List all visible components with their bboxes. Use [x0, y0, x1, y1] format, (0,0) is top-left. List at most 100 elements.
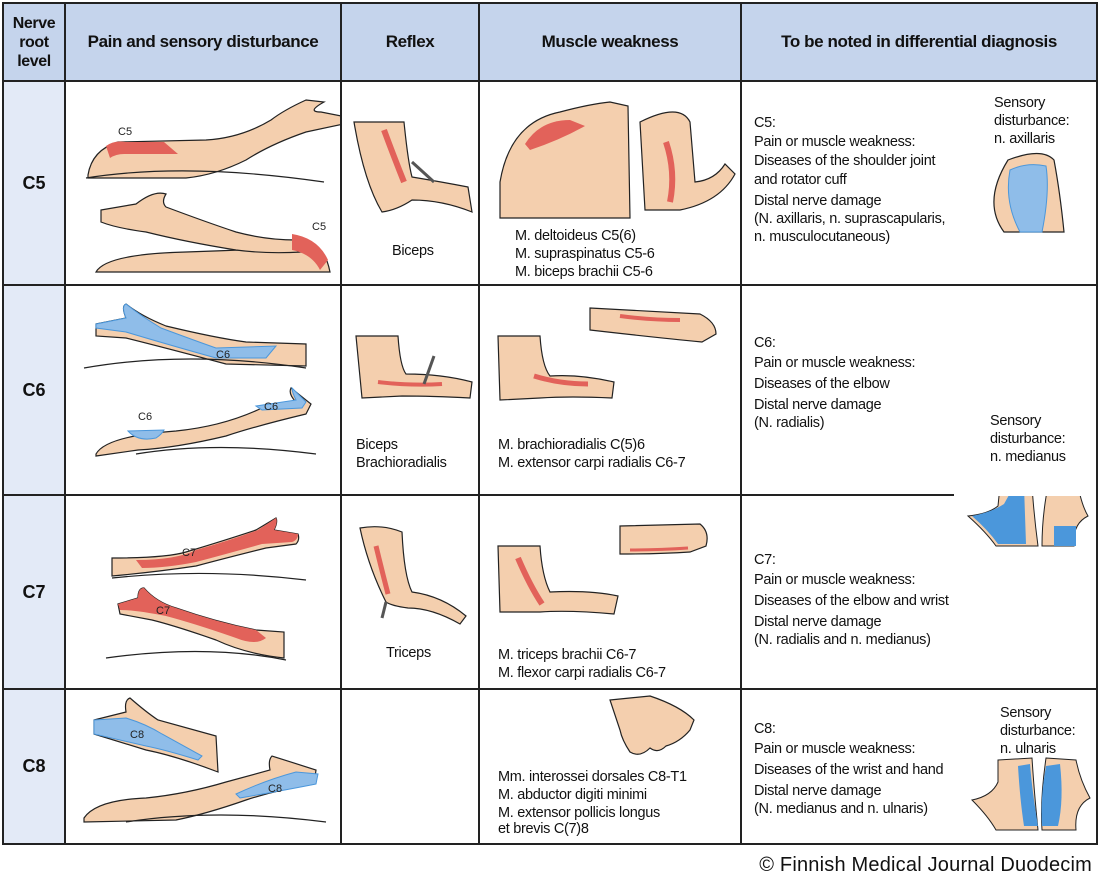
reflex-cell-c5: Biceps: [342, 82, 480, 286]
muscle-line: M. flexor carpi radialis C6-7: [498, 665, 666, 681]
level-c5: C5: [4, 82, 66, 286]
sensory-label: n. medianus: [990, 449, 1066, 465]
differential-line: (N. radialis): [754, 415, 825, 431]
differential-line: Diseases of the elbow and wrist: [754, 593, 949, 609]
muscle-cell-c6: M. brachioradialis C(5)6 M. extensor car…: [480, 286, 742, 496]
dermatome-label: C6: [216, 349, 230, 361]
brachioradialis-reflex-icon: [355, 335, 473, 399]
reflex-label: Biceps: [392, 243, 434, 259]
differential-line: Pain or muscle weakness:: [754, 572, 916, 588]
sensory-label: disturbance:: [990, 431, 1066, 447]
pain-cell-c5: C5 C5: [66, 82, 342, 286]
differential-line: C7:: [754, 552, 776, 568]
nerve-root-table: Nerve root level Pain and sensory distur…: [2, 2, 1098, 845]
muscle-line: Mm. interossei dorsales C8-T1: [498, 769, 687, 785]
muscle-line: M. extensor pollicis longus: [498, 805, 660, 821]
muscle-line: M. abductor digiti minimi: [498, 787, 647, 803]
muscle-line: M. brachioradialis C(5)6: [498, 437, 645, 453]
pain-cell-c6: C6 C6 C6: [66, 286, 342, 496]
level-c6: C6: [4, 286, 66, 496]
dermatome-label: C6: [138, 411, 152, 423]
level-c7: C7: [4, 496, 66, 690]
differential-line: and rotator cuff: [754, 172, 847, 188]
reflex-cell-c6: Biceps Brachioradialis: [342, 286, 480, 496]
differential-line: n. musculocutaneous): [754, 229, 890, 245]
header-level-line: level: [17, 52, 51, 70]
copyright-notice: © Finnish Medical Journal Duodecim: [759, 854, 1092, 876]
deltoid-muscle: [525, 120, 585, 150]
hands-ulnaris-icon: [970, 757, 1091, 831]
level-c8: C8: [4, 690, 66, 843]
dermatome-label: C6: [264, 401, 278, 413]
arm-illustration-c7: C7 C7: [105, 517, 307, 661]
dermatome-label: C5: [312, 221, 326, 233]
arm-illustration-c6: C6 C6 C6: [83, 303, 317, 457]
sensory-label: Sensory: [994, 95, 1046, 111]
pain-area: [106, 141, 178, 158]
arm-illustration-c5: C5 C5: [85, 99, 340, 273]
reflex-cell-c8: [342, 690, 480, 843]
header-pain: Pain and sensory disturbance: [66, 4, 342, 82]
dermatome-label: C8: [268, 783, 282, 795]
pain-area: [292, 234, 328, 270]
differential-cell-c7: C7: Pain or muscle weakness: Diseases of…: [742, 496, 1096, 690]
differential-line: Pain or muscle weakness:: [754, 355, 916, 371]
differential-line: Diseases of the shoulder joint: [754, 153, 936, 169]
differential-line: Diseases of the wrist and hand: [754, 762, 944, 778]
header-reflex: Reflex: [342, 4, 480, 82]
differential-line: C5:: [754, 115, 776, 131]
pain-cell-c8: C8 C8: [66, 690, 342, 843]
header-differential: To be noted in differential diagnosis: [742, 4, 1096, 82]
differential-line: Distal nerve damage: [754, 614, 882, 630]
differential-cell-c6: C6: Pain or muscle weakness: Diseases of…: [742, 286, 1096, 496]
muscle-cell-c7: M. triceps brachii C6-7 M. flexor carpi …: [480, 496, 742, 690]
header-level-line: Nerve: [12, 14, 56, 32]
differential-line: Distal nerve damage: [754, 783, 882, 799]
differential-line: C8:: [754, 721, 776, 737]
differential-line: (N. axillaris, n. suprascapularis,: [754, 211, 946, 227]
dermatome-label: C5: [118, 126, 132, 138]
differential-line: Diseases of the elbow: [754, 376, 890, 392]
differential-line: Distal nerve damage: [754, 397, 882, 413]
differential-line: (N. radialis and n. medianus): [754, 632, 931, 648]
reflex-label: Brachioradialis: [356, 455, 447, 471]
reflex-label: Triceps: [386, 645, 431, 661]
muscle-line: M. triceps brachii C6-7: [498, 647, 637, 663]
hand-abduction-icon: [609, 695, 695, 755]
dermatome-label: C8: [130, 729, 144, 741]
dermatome-label: C7: [182, 547, 196, 559]
muscle-line: M. supraspinatus C5-6: [515, 246, 655, 262]
sensory-label: Sensory: [1000, 705, 1052, 721]
sensory-label: n. axillaris: [994, 131, 1055, 147]
muscle-illustration-c5: [499, 101, 736, 219]
arm-illustration-c8: C8 C8: [83, 697, 327, 823]
muscle-line: M. extensor carpi radialis C6-7: [498, 455, 686, 471]
muscle-cell-c5: M. deltoideus C5(6) M. supraspinatus C5-…: [480, 82, 742, 286]
header-nerve-root-level: Nerve root level: [4, 4, 66, 82]
muscle-line: et brevis C(7)8: [498, 821, 589, 837]
sensory-label: disturbance:: [994, 113, 1070, 129]
muscle-line: M. deltoideus C5(6): [515, 228, 636, 244]
dermatome-label: C7: [156, 605, 170, 617]
reflex-cell-c7: Triceps: [342, 496, 480, 690]
biceps-reflex-icon: [353, 121, 473, 213]
reflex-label: Biceps: [356, 437, 398, 453]
triceps-reflex-icon: [359, 526, 467, 625]
muscle-illustration-c6: [497, 307, 717, 401]
muscle-line: M. biceps brachii C5-6: [515, 264, 653, 280]
sensory-label: disturbance:: [1000, 723, 1076, 739]
differential-line: Pain or muscle weakness:: [754, 134, 916, 150]
header-muscle: Muscle weakness: [480, 4, 742, 82]
differential-cell-c5: C5: Pain or muscle weakness: Diseases of…: [742, 82, 1096, 286]
differential-line: (N. medianus and n. ulnaris): [754, 801, 928, 817]
shoulder-axillaris-icon: [993, 152, 1065, 233]
differential-line: Pain or muscle weakness:: [754, 741, 916, 757]
sensory-label: n. ulnaris: [1000, 741, 1056, 757]
differential-line: C6:: [754, 335, 776, 351]
pain-cell-c7: C7 C7: [66, 496, 342, 690]
differential-line: Distal nerve damage: [754, 193, 882, 209]
row-divider-partial: [742, 494, 954, 496]
muscle-cell-c8: Mm. interossei dorsales C8-T1 M. abducto…: [480, 690, 742, 843]
hands-medianus-icon: [966, 496, 1089, 547]
header-level-line: root: [19, 33, 49, 51]
